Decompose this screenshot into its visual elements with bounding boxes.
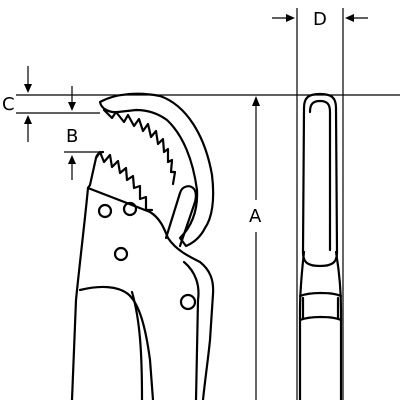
dimension-d	[272, 8, 368, 400]
upper-hook-jaw	[98, 92, 215, 248]
edge-view-collar-2	[298, 315, 343, 322]
label-c: C	[2, 94, 15, 115]
lower-jaw-outline	[86, 150, 105, 190]
dimension-c	[24, 66, 32, 142]
edge-view-collar	[298, 291, 343, 298]
edge-view-head	[301, 92, 339, 268]
handle-left-edge	[70, 186, 90, 400]
hook-shank-slot	[164, 185, 197, 248]
edge-view-rivet	[301, 296, 340, 320]
lower-jaw-teeth	[94, 150, 154, 212]
wrench-side-view	[70, 92, 215, 400]
rivet-2	[122, 201, 138, 217]
handle-inner-line	[78, 285, 155, 400]
rivet-4	[179, 293, 197, 311]
label-a: A	[249, 206, 262, 227]
dimension-b	[68, 86, 76, 180]
wrench-body	[86, 186, 215, 400]
edge-view-neck	[298, 250, 306, 400]
edge-view-neck-right	[334, 250, 343, 400]
edge-view-inner	[308, 99, 332, 252]
handle-inner-line-2	[130, 290, 144, 400]
upper-jaw-teeth	[102, 108, 177, 186]
rivet-3	[113, 246, 129, 262]
lever-right	[182, 260, 200, 400]
wrench-edge-view	[298, 92, 343, 400]
rivet-1	[97, 203, 113, 219]
dimension-a	[252, 96, 260, 400]
label-d: D	[313, 9, 327, 30]
label-b: B	[66, 126, 78, 147]
